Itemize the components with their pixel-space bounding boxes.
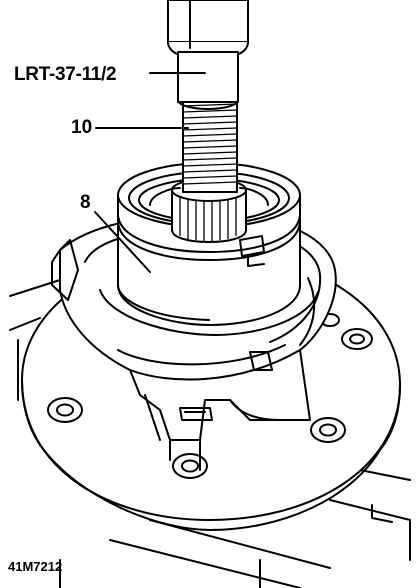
leader-lines (94, 72, 206, 273)
callout-part-8: 8 (80, 192, 91, 213)
figure-reference-number: 41M7212 (8, 559, 63, 574)
bearing-ring (99, 162, 319, 336)
service-tool (167, 0, 249, 110)
threaded-rod (182, 99, 238, 193)
callout-tool-number: LRT-37-11/2 (14, 64, 117, 85)
callout-part-10: 10 (71, 117, 93, 138)
